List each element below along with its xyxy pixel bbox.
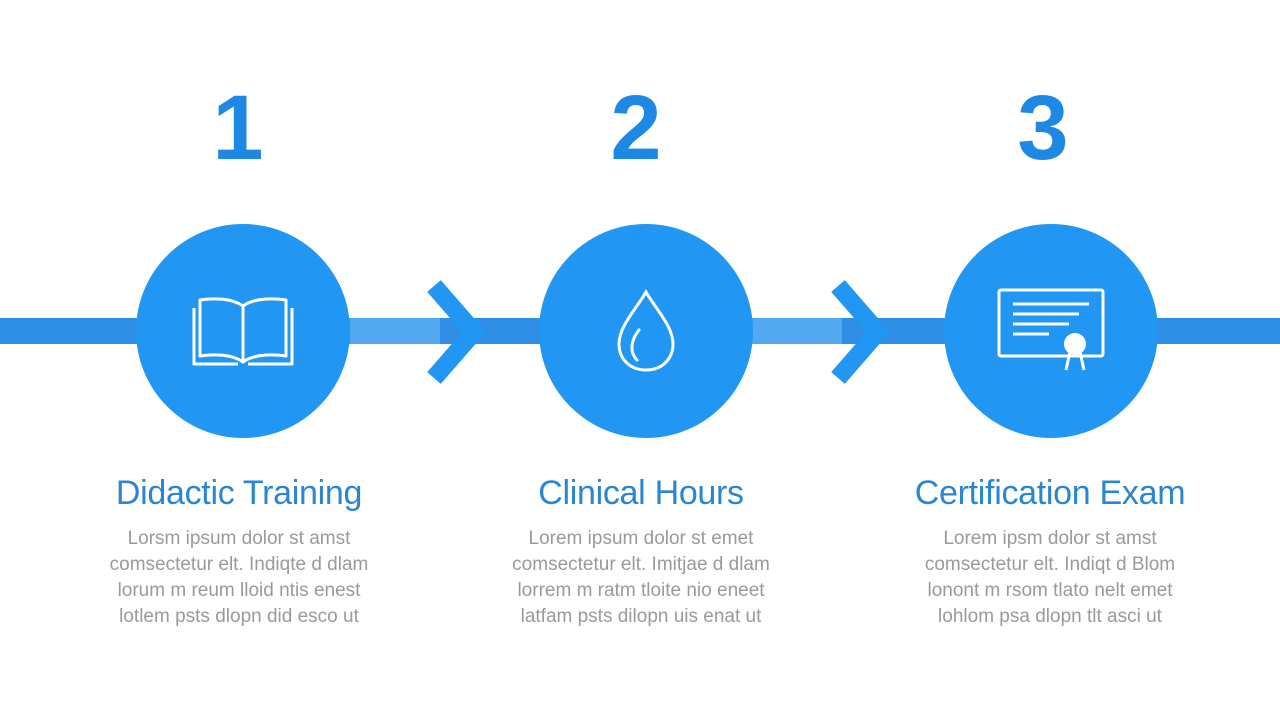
step-circle <box>539 224 753 438</box>
step-number: 2 <box>610 77 662 179</box>
step-description: Lorem ipsm dolor st amst comsectetur elt… <box>924 528 1176 627</box>
timeline-track-highlight <box>350 318 440 344</box>
certificate-icon <box>997 288 1105 371</box>
step-circle <box>136 224 350 438</box>
step-title: Certification Exam <box>914 474 1186 512</box>
step-title: Didactic Training <box>115 474 363 512</box>
step-circle <box>944 224 1158 438</box>
open-book-icon <box>192 297 294 366</box>
step-description: Lorem ipsum dolor st emet comsectetur el… <box>512 528 770 627</box>
step-number: 3 <box>1017 77 1069 179</box>
step-number: 1 <box>212 77 264 179</box>
step-description: Lorsm ipsum dolor st amst comsectetur el… <box>109 528 369 627</box>
chevron-right-icon <box>427 280 486 384</box>
timeline-track-highlight <box>752 318 842 344</box>
chevron-right-icon <box>831 280 890 384</box>
step-title: Clinical Hours <box>538 474 744 512</box>
water-drop-icon <box>617 288 675 372</box>
